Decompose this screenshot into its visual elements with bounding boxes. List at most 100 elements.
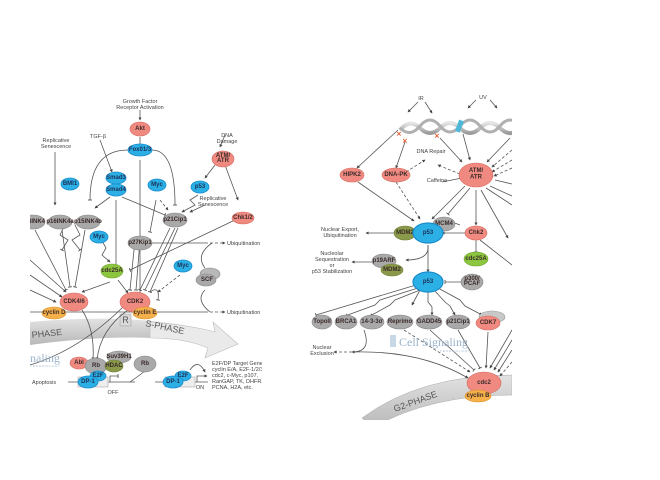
edge [467,99,477,109]
svg-text:HDAC: HDAC [105,363,123,369]
svg-text:p27Kip1: p27Kip1 [128,240,152,246]
label-receptor-activation: Receptor Activation [116,105,163,111]
node-dp1: DP-1 [77,375,99,389]
edge [128,219,236,272]
edge [189,204,206,213]
label-nuclear: Nuclear [313,345,332,351]
svg-text:E2F: E2F [92,373,103,379]
scf-arcs [200,242,213,313]
edge [480,189,509,239]
svg-text:p18INK4: p18INK4 [21,219,46,225]
node-myc-2: Myc [89,230,109,244]
edge [81,309,95,361]
edge [204,164,216,179]
edge [121,196,167,217]
edge [462,133,471,161]
off-switch [109,374,119,382]
node-chk12: Chk1/2 [231,211,255,225]
label-on: ON [196,385,204,391]
label-or: or [330,263,335,269]
edge [395,181,421,220]
dna-helix-icon [398,118,512,135]
node-hdac: HDAC [104,359,123,373]
edge [403,329,471,373]
edge [159,199,169,211]
svg-text:×: × [396,130,402,138]
node-smad4: Smad4 [105,183,126,197]
svg-text:×: × [511,130,517,138]
svg-text:p53: p53 [423,230,434,236]
svg-text:Chk2: Chk2 [469,230,484,236]
watermark-left-sub: TECHNOLOGY [30,364,61,368]
svg-text:p21Cip1: p21Cip1 [163,217,187,223]
svg-text:p16INK4a: p16INK4a [46,219,74,225]
svg-text:Chk1/2: Chk1/2 [233,215,253,221]
svg-text:cdc25A: cdc25A [465,256,487,262]
node-rb-free: Rb [133,355,157,373]
edge [147,199,157,233]
edge [446,187,471,216]
node-foxo: Fox01/3 [127,143,153,157]
edge [351,351,469,379]
edge [149,289,161,301]
node-cdc25a-right: cdc25A [463,251,489,267]
node-p53-left: p53 [190,180,210,194]
node-atm-atr-right: ATM/ATR [458,162,494,188]
node-dna-pk: DNA-PK [381,167,411,183]
label-ubiquitination: Ubiquitination [323,233,356,239]
edge [499,361,512,377]
node-14-3-3: 14-3-3σ [359,314,385,330]
node-cyclin-e: cyclin E [132,306,158,320]
edge [484,331,489,369]
edge [491,149,512,168]
edge [357,181,415,222]
edge [138,227,171,292]
node-p27: p27Kip1 [127,235,152,251]
edge [405,244,429,262]
label-p53-stabilization: p53 Stabilization [312,269,352,275]
edge [30,304,126,366]
g1-phase-label: PHASE [31,327,62,340]
edge [99,139,113,173]
svg-text:TopoII: TopoII [313,319,331,325]
edge [485,187,512,206]
edge [315,284,417,318]
edge [189,364,206,373]
svg-text:Myc: Myc [177,263,189,269]
node-brca1: BRCA1 [334,314,358,330]
svg-text:GADD45: GADD45 [417,319,442,325]
edge [151,149,178,206]
node-bmi1: BMI1 [60,177,80,191]
svg-text:p300/PCAF: p300/PCAF [464,276,481,287]
node-p15: p15INK4b [74,214,102,230]
node-atm-atr-left: ATM/ATR [211,150,235,168]
svg-text:ATM/ATR: ATM/ATR [469,168,484,181]
svg-text:Cell Signaling: Cell Signaling [399,335,468,349]
edge [30,274,63,298]
svg-text:Smad3: Smad3 [106,175,126,181]
edge [486,137,511,163]
edge [34,229,68,292]
edge [489,99,498,109]
edge [351,329,367,354]
node-myc-3: Myc [173,259,193,273]
label-replicative-1: Replicative [43,138,70,144]
svg-text:MDM2: MDM2 [383,267,401,273]
node-mdm2: MDM2 [393,225,417,241]
label-ubiquitination-2: Ubiquitination [227,310,260,316]
edge [356,129,399,169]
edge [429,329,476,372]
label-apoptosis: Apoptosis [32,380,56,386]
svg-text:RanGAP, TK, DHFR,: RanGAP, TK, DHFR, [212,379,263,385]
label-nuclear-export: Nuclear Export, [321,227,359,233]
svg-text:DNA-PK: DNA-PK [384,172,408,178]
edge [493,339,512,371]
node-scf: SCF [195,267,221,287]
label-exclusion: Exclusion [310,351,334,357]
restriction-point-label: R [122,315,129,325]
label-nucleolar: Nucleolar [320,251,343,257]
svg-text:Rb: Rb [92,363,100,369]
svg-text:CDK7: CDK7 [480,320,497,326]
svg-text:CDK4/6: CDK4/6 [63,299,85,305]
